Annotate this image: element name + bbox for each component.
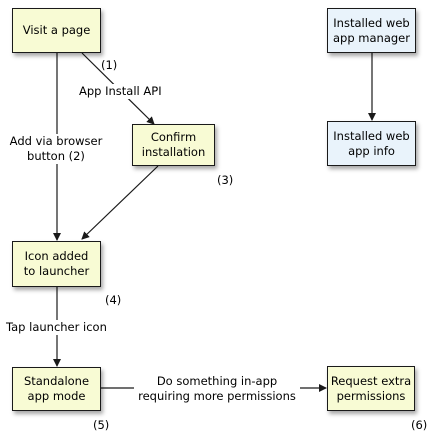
step-number-4: (4) [105, 293, 122, 307]
node-installed-web-app-manager-label: Installed web app manager [333, 15, 410, 45]
node-standalone-app-mode-label: Standalone app mode [23, 374, 90, 403]
node-visit-a-page-label: Visit a page [22, 23, 91, 37]
edge-confirm-to-icon [81, 165, 159, 240]
step-number-3: (3) [217, 173, 234, 187]
edge-label-add-via-browser: Add via browser button (2) [8, 134, 104, 164]
node-standalone-app-mode: Standalone app mode [12, 367, 101, 411]
node-icon-added-label: Icon added to launcher [23, 249, 90, 278]
edge-label-tap-launcher-icon: Tap launcher icon [6, 320, 107, 335]
node-installed-web-app-info-label: Installed web app info [333, 128, 410, 158]
edge-label-app-install-api: App Install API [79, 84, 162, 99]
node-request-extra-permissions-label: Request extra permissions [330, 373, 412, 403]
node-confirm-installation: Confirm installation [132, 124, 215, 166]
node-installed-web-app-info: Installed web app info [327, 121, 416, 166]
step-number-5: (5) [93, 418, 110, 432]
node-installed-web-app-manager: Installed web app manager [327, 8, 416, 53]
node-visit-a-page: Visit a page [12, 8, 101, 53]
step-number-1: (1) [101, 58, 118, 72]
node-request-extra-permissions: Request extra permissions [327, 366, 415, 411]
node-icon-added: Icon added to launcher [12, 241, 101, 287]
edge-label-do-something: Do something in-app requiring more permi… [134, 374, 300, 404]
node-confirm-installation-label: Confirm installation [141, 130, 206, 159]
step-number-6: (6) [411, 418, 428, 432]
